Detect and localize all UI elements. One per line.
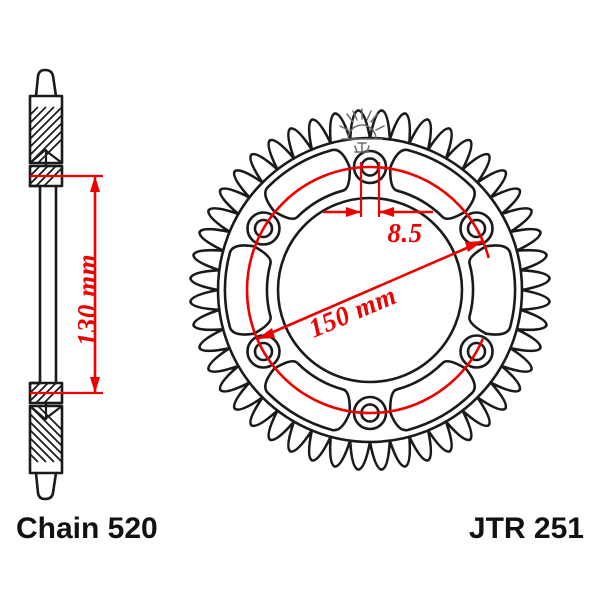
side-view-bottom-tooth-tip: [34, 471, 58, 501]
bolt-hole: [466, 218, 487, 239]
bolt-hole: [253, 341, 274, 362]
side-view-top-tooth-tip: [34, 68, 58, 98]
bolt-hole-counterbore: [459, 334, 494, 369]
dim-150-arrow-lower-left: [257, 328, 275, 339]
dim-85-label: 8.5: [387, 218, 422, 248]
bolt-hole: [253, 218, 274, 239]
bolt-hole: [466, 341, 487, 362]
side-view-bottom-hatching: [30, 406, 62, 463]
jt-sunburst-logo-icon: [339, 108, 385, 153]
caption-part-number: JTR 251: [469, 512, 584, 545]
dim-85-arrow-right: [379, 207, 394, 217]
dimension-8-5: 8.5: [323, 162, 433, 248]
dim-130-label: 130 mm: [72, 254, 102, 346]
side-view-group: 130 mm: [28, 68, 103, 501]
sprocket-center-bore: [276, 196, 464, 384]
side-view-web-body: [38, 184, 58, 385]
side-view-top-lower-block: [28, 164, 64, 188]
side-view-bottom-hatched-block: [28, 404, 64, 475]
dim-150-label: 150 mm: [304, 280, 401, 344]
dimension-150mm: 150 mm: [256, 239, 484, 344]
bolt-hole-counterbore: [246, 211, 281, 246]
dim-85-arrow-left: [346, 207, 361, 217]
dim-130-arrow-top: [90, 176, 100, 192]
sprocket-root-circle: [216, 136, 524, 444]
bolt-circle-150mm: [245, 165, 495, 415]
dim-150-arrow-upper-right: [465, 241, 483, 252]
dim-150-line: [256, 239, 484, 341]
face-view-group: 150 mm 8.5: [189, 108, 551, 471]
dimension-130mm: 130 mm: [30, 174, 103, 395]
dim-130-arrow-bottom: [90, 377, 100, 393]
lightening-slot: [468, 244, 517, 336]
caption-chain: Chain 520: [16, 512, 158, 545]
side-view-web-left-edge: [28, 184, 42, 385]
